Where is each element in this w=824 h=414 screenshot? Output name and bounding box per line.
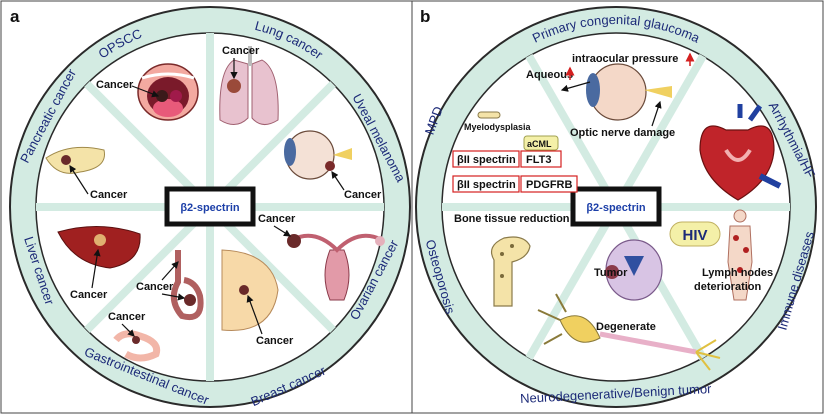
tumor-label: Tumor bbox=[594, 267, 628, 279]
panel-b-center-label: β2-spectrin bbox=[586, 202, 646, 214]
pdgfrb-box bbox=[520, 175, 578, 193]
hiv-badge bbox=[669, 221, 721, 247]
mpd-spectrin-2: βII spectrin bbox=[457, 179, 516, 191]
panel-a-center-label: β2-spectrin bbox=[180, 202, 240, 214]
mpd-myelodysplasia-label: Myelodysplasia bbox=[464, 122, 532, 132]
panel-b-label: b bbox=[420, 7, 430, 26]
liver-illustration bbox=[57, 226, 141, 269]
panel-b: b Primary congenital glaucoma Arrhythmia… bbox=[415, 6, 818, 408]
degenerate-label: Degenerate bbox=[596, 321, 656, 333]
panel-a: a OPSCC Lung cancer Uveal melanoma Ovari… bbox=[9, 6, 411, 409]
mpd-spectrin-1: βII spectrin bbox=[457, 154, 516, 166]
colon-illustration bbox=[113, 330, 161, 362]
callout-liver: Cancer bbox=[70, 289, 108, 301]
glaucoma-eye-illustration bbox=[586, 63, 672, 121]
spectrin-box-1 bbox=[452, 150, 520, 168]
glaucoma-aqueous-label: Aqueous bbox=[526, 69, 573, 81]
lung-illustration bbox=[219, 46, 279, 125]
callout-stomach: Cancer bbox=[136, 281, 174, 293]
hiv-label: HIV bbox=[682, 227, 707, 244]
panel-a-label: a bbox=[10, 7, 20, 26]
flt3-box bbox=[520, 150, 562, 168]
panel-b-center-box bbox=[570, 186, 662, 227]
acml-box bbox=[523, 135, 559, 151]
glaucoma-pressure-label: intraocular pressure bbox=[572, 53, 678, 65]
neuron-illustration bbox=[537, 293, 721, 371]
bone-illustration bbox=[491, 236, 531, 307]
spectrin-box-2 bbox=[452, 175, 520, 193]
brain-illustration bbox=[605, 239, 663, 301]
callout-colon: Cancer bbox=[108, 311, 146, 323]
panel-a-center-box bbox=[164, 186, 256, 227]
mpd-acml-label: aCML bbox=[527, 139, 552, 149]
heart-illustration bbox=[699, 104, 782, 201]
callout-breast: Cancer bbox=[256, 335, 294, 347]
bone-reduction-label: Bone tissue reduction bbox=[454, 213, 570, 225]
callout-ovary: Cancer bbox=[258, 213, 296, 225]
lymph-label-1: Lymph nodes bbox=[702, 267, 773, 279]
breast-illustration bbox=[221, 249, 279, 331]
glaucoma-nerve-label: Optic nerve damage bbox=[570, 127, 675, 139]
callout-pancreas: Cancer bbox=[90, 189, 128, 201]
callout-eye: Cancer bbox=[344, 189, 382, 201]
ovary-illustration bbox=[287, 233, 385, 301]
mpd-pdgfrb: PDGFRB bbox=[526, 179, 573, 191]
mpd-flt3: FLT3 bbox=[526, 154, 551, 166]
callout-opscc: Cancer bbox=[96, 79, 134, 91]
body-figure-illustration bbox=[727, 209, 753, 301]
callout-lung: Cancer bbox=[222, 45, 260, 57]
pancreas-illustration bbox=[45, 146, 105, 174]
mpd-group: Myelodysplasia aCML βII spectrin FLT3 βI… bbox=[452, 111, 578, 193]
lymph-label-2: deterioration bbox=[694, 281, 762, 293]
eye-illustration bbox=[284, 130, 352, 180]
